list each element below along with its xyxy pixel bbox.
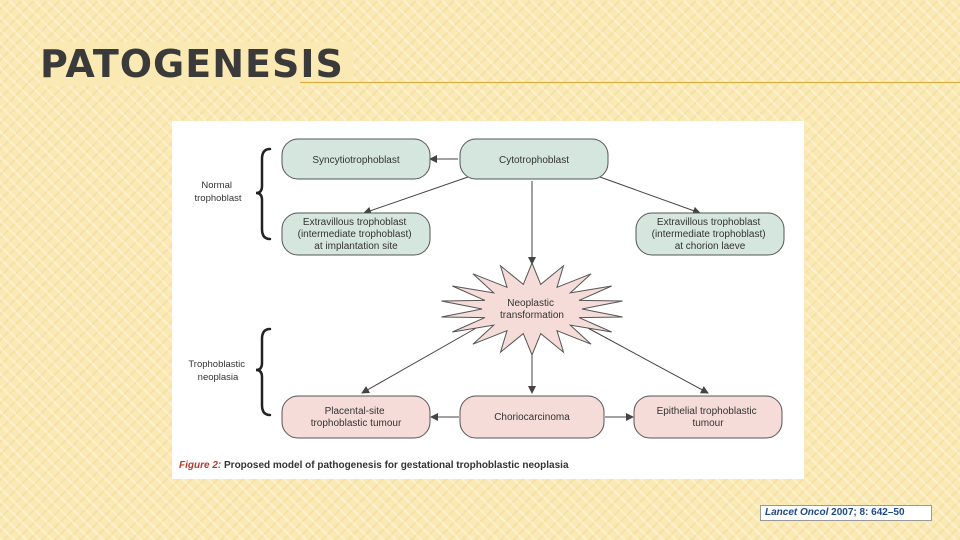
node-extravillous-implantation bbox=[281, 212, 431, 256]
arrow-cyto-to-evt-chorion bbox=[599, 176, 701, 215]
figure-caption: Figure 2: Proposed model of pathogenesis… bbox=[179, 460, 569, 471]
node-extravillous-chorion bbox=[635, 212, 785, 256]
pathogenesis-diagram: Normal trophoblast Trophoblastic neoplas… bbox=[188, 138, 785, 439]
arrow-cyto-to-evt-implantation bbox=[363, 176, 469, 215]
text-cytotrophoblast: Cytotrophoblast bbox=[499, 155, 569, 166]
citation-details: 2007; 8: 642–50 bbox=[831, 507, 905, 518]
brace-neoplasia bbox=[255, 327, 272, 417]
citation-box: Lancet Oncol 2007; 8: 642–50 bbox=[760, 505, 932, 521]
label-normal-trophoblast: Normal trophoblast bbox=[194, 180, 241, 204]
text-syncytiotrophoblast: Syncytiotrophoblast bbox=[312, 155, 399, 166]
text-extravillous-chorion: Extravillous trophoblast (intermediate t… bbox=[652, 217, 769, 252]
caption-text: Proposed model of pathogenesis for gesta… bbox=[224, 460, 569, 471]
brace-normal bbox=[255, 147, 272, 241]
text-placental-site-tumour: Placental-site trophoblastic tumour bbox=[311, 406, 402, 429]
node-choriocarcinoma bbox=[459, 395, 605, 439]
node-epithelial-tumour bbox=[633, 395, 783, 439]
text-neoplastic-transformation: Neoplastic transformation bbox=[500, 298, 564, 321]
text-choriocarcinoma: Choriocarcinoma bbox=[494, 412, 570, 423]
caption-label: Figure 2: bbox=[179, 460, 222, 471]
slide-title: PATOGENESIS bbox=[40, 42, 352, 86]
node-syncytiotrophoblast bbox=[281, 138, 431, 180]
label-trophoblastic-neoplasia: Trophoblastic neoplasia bbox=[188, 359, 247, 383]
title-rule bbox=[300, 82, 960, 83]
text-extravillous-implantation: Extravillous trophoblast (intermediate t… bbox=[298, 217, 415, 252]
node-cytotrophoblast bbox=[459, 138, 609, 180]
arrow-neoplastic-to-placental-site bbox=[361, 326, 479, 394]
node-placental-site-tumour bbox=[281, 395, 431, 439]
text-epithelial-tumour: Epithelial trophoblastic tumour bbox=[657, 406, 760, 429]
arrow-neoplastic-to-epithelial bbox=[585, 326, 709, 394]
citation-journal: Lancet Oncol bbox=[765, 507, 829, 518]
node-neoplastic-transformation bbox=[441, 261, 623, 357]
figure: Normal trophoblast Trophoblastic neoplas… bbox=[172, 121, 804, 479]
